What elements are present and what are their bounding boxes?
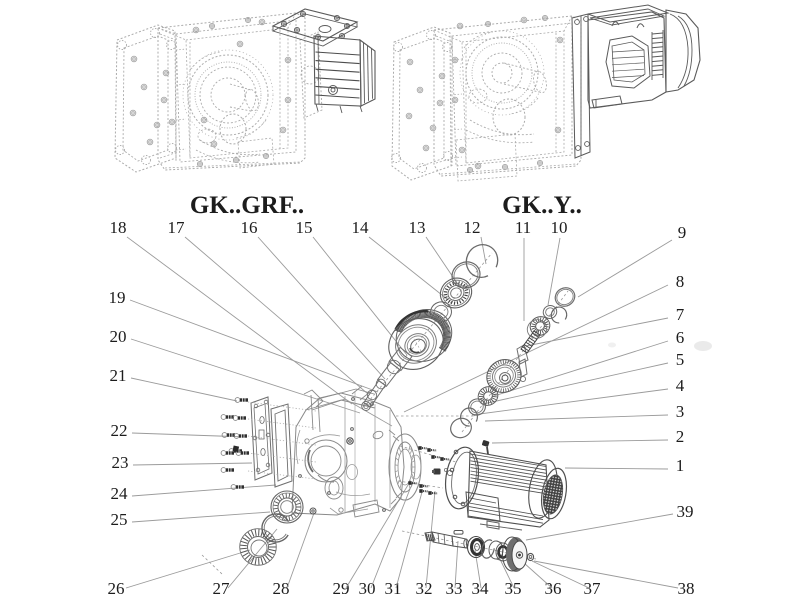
svg-text:38: 38 (678, 579, 695, 598)
svg-text:33: 33 (446, 579, 463, 598)
svg-text:21: 21 (110, 366, 127, 385)
svg-text:4: 4 (676, 376, 685, 395)
svg-text:12: 12 (464, 218, 481, 237)
svg-text:24: 24 (111, 484, 129, 503)
svg-text:GK..GRF..: GK..GRF.. (190, 192, 304, 219)
svg-text:GK..Y..: GK..Y.. (502, 192, 582, 219)
svg-text:10: 10 (551, 218, 568, 237)
svg-text:35: 35 (505, 579, 522, 598)
svg-text:30: 30 (359, 579, 376, 598)
svg-text:27: 27 (213, 579, 231, 598)
svg-text:29: 29 (333, 579, 350, 598)
svg-text:19: 19 (109, 288, 126, 307)
svg-text:32: 32 (416, 579, 433, 598)
svg-text:11: 11 (515, 218, 531, 237)
svg-text:18: 18 (110, 218, 127, 237)
svg-text:16: 16 (241, 218, 258, 237)
svg-text:20: 20 (110, 327, 127, 346)
svg-text:6: 6 (676, 328, 685, 347)
svg-text:17: 17 (168, 218, 186, 237)
svg-text:14: 14 (352, 218, 370, 237)
svg-text:23: 23 (112, 453, 129, 472)
svg-text:25: 25 (111, 510, 128, 529)
svg-text:34: 34 (472, 579, 490, 598)
svg-text:39: 39 (677, 502, 694, 521)
svg-text:31: 31 (385, 579, 402, 598)
svg-text:8: 8 (676, 272, 685, 291)
svg-text:2: 2 (676, 427, 685, 446)
svg-text:7: 7 (676, 305, 685, 324)
svg-text:9: 9 (678, 223, 687, 242)
svg-text:26: 26 (108, 579, 125, 598)
svg-text:37: 37 (584, 579, 602, 598)
svg-text:13: 13 (409, 218, 426, 237)
svg-text:5: 5 (676, 350, 685, 369)
svg-text:1: 1 (676, 456, 685, 475)
svg-text:36: 36 (545, 579, 562, 598)
svg-text:15: 15 (296, 218, 313, 237)
svg-text:28: 28 (273, 579, 290, 598)
svg-text:22: 22 (111, 421, 128, 440)
svg-text:3: 3 (676, 402, 685, 421)
